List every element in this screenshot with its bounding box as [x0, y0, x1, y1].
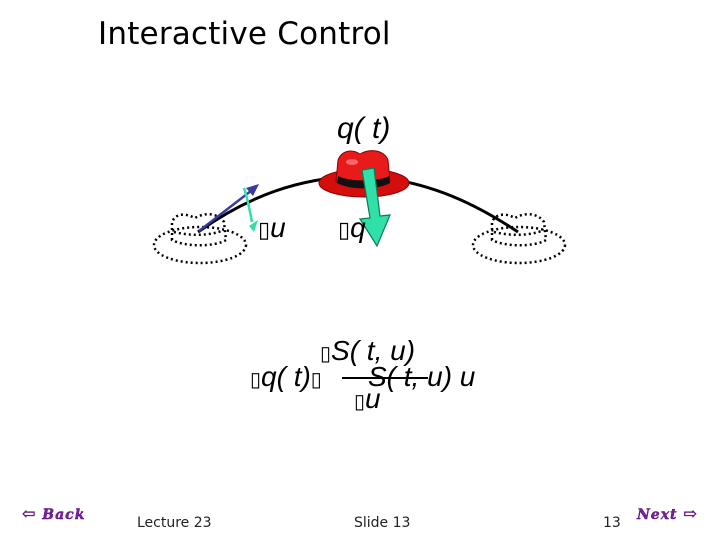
next-button[interactable]: Next ⇨ — [637, 504, 698, 523]
fraction-bar — [342, 377, 428, 379]
next-label: Next — [637, 507, 678, 523]
left-hat-outline-icon — [152, 213, 248, 265]
slide-label: Slide 13 — [354, 515, 411, 531]
page-number: 13 — [603, 515, 621, 531]
left-arrow-icon: ⇦ — [22, 504, 37, 523]
right-arrow-icon: ⇨ — [683, 504, 698, 523]
q-of-t-label: q( t) — [337, 112, 391, 145]
right-hat-outline-icon — [471, 213, 567, 265]
equation: ▯q( t)▯ ▯S( t, u) ▯u S( t, u) u — [250, 335, 490, 425]
delta-q-arrow-icon — [242, 167, 391, 248]
lecture-label: Lecture 23 — [137, 515, 212, 531]
back-label: Back — [42, 507, 86, 523]
equation-denominator: ▯u — [354, 383, 381, 414]
equation-rhs: S( t, u) u — [368, 361, 476, 392]
equation-numerator: ▯S( t, u) — [320, 335, 416, 366]
delta-u-label: ▯u — [258, 212, 286, 243]
equation-lhs: ▯q( t)▯ — [250, 361, 322, 392]
slide-title: Interactive Control — [98, 16, 391, 52]
delta-q-label: ▯q — [338, 212, 366, 243]
back-button[interactable]: ⇦ Back — [22, 504, 85, 523]
